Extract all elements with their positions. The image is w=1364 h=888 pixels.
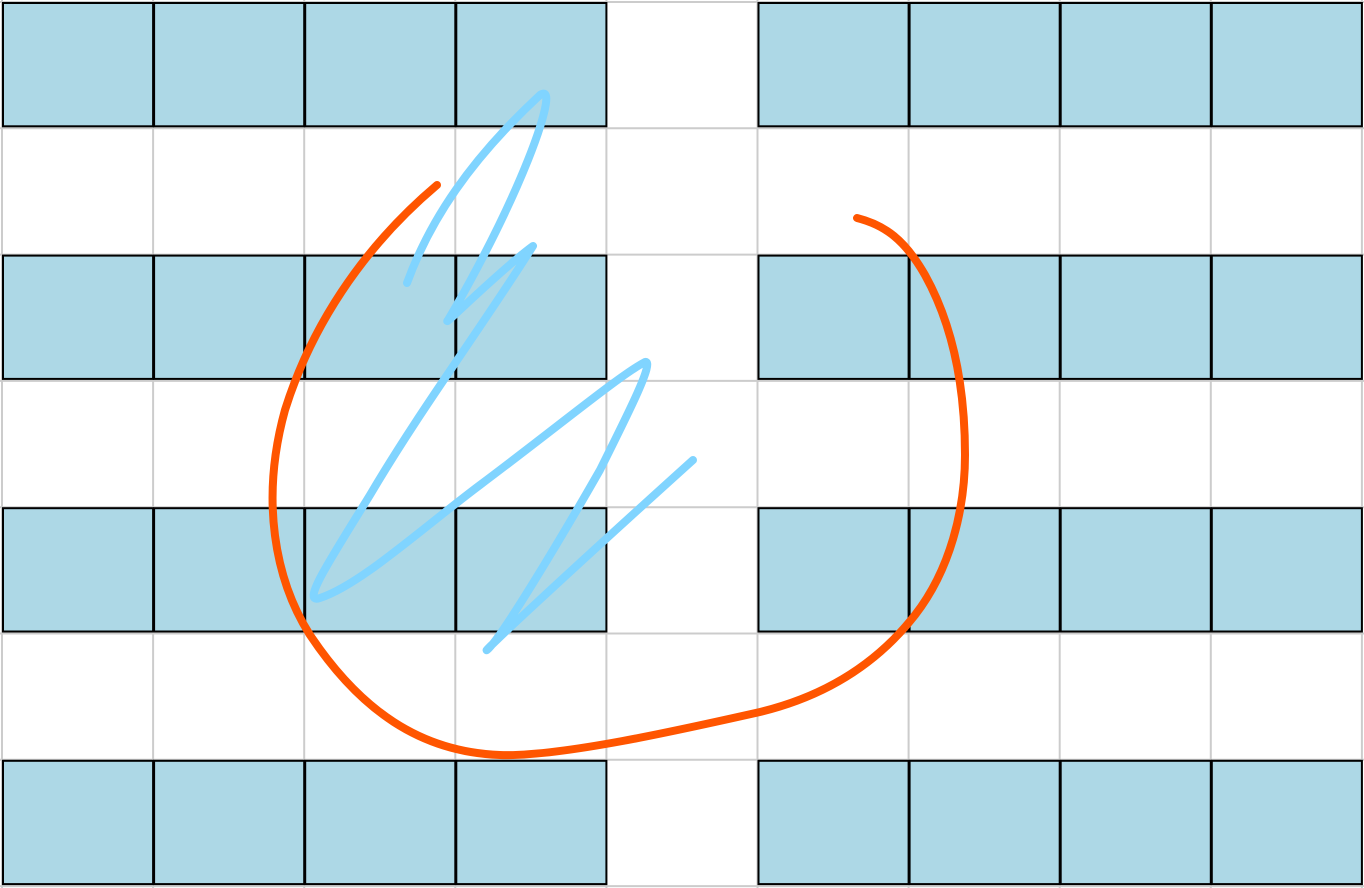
- blue-scribble-stroke: [309, 89, 697, 655]
- filled-cell: [455, 759, 608, 886]
- filled-cell: [1059, 507, 1212, 633]
- filled-cell: [304, 2, 457, 128]
- filled-cell: [1059, 254, 1212, 380]
- filled-cell: [1059, 2, 1212, 128]
- filled-cell: [757, 507, 910, 633]
- filled-cell: [908, 507, 1061, 633]
- filled-cell: [2, 2, 155, 128]
- filled-cell: [153, 254, 306, 380]
- filled-cell: [2, 254, 155, 380]
- filled-cell: [908, 759, 1061, 886]
- filled-cell: [908, 2, 1061, 128]
- filled-cell: [2, 507, 155, 633]
- filled-cell: [908, 254, 1061, 380]
- filled-cell: [757, 254, 910, 380]
- filled-cell: [1210, 254, 1363, 380]
- filled-cell: [304, 759, 457, 886]
- filled-cell: [1059, 759, 1212, 886]
- filled-cell: [1210, 2, 1363, 128]
- filled-cell: [455, 254, 608, 380]
- filled-cell: [1210, 759, 1363, 886]
- filled-cell: [153, 2, 306, 128]
- filled-cell: [757, 759, 910, 886]
- filled-cell: [153, 759, 306, 886]
- filled-cell: [757, 2, 910, 128]
- filled-cell: [2, 759, 155, 886]
- filled-cell: [1210, 507, 1363, 633]
- orange-circle-stroke: [268, 181, 969, 760]
